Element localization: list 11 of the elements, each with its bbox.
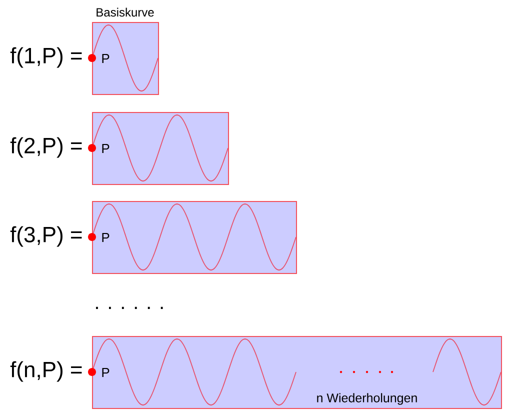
formula-label: f(1,P) = [10, 47, 82, 68]
ellipsis: . . . . . . [96, 306, 163, 309]
point-label: P [102, 368, 110, 377]
point-label: P [102, 54, 110, 63]
formula-label: f(2,P) = [10, 137, 82, 158]
box-heading: Basiskurve [96, 8, 154, 17]
repetition-label: n Wiederholungen [317, 393, 417, 405]
point-label: P [102, 233, 110, 242]
point-label: P [102, 144, 110, 153]
formula-label: f(3,P) = [10, 226, 82, 247]
formula-label: f(n,P) = [10, 361, 82, 382]
